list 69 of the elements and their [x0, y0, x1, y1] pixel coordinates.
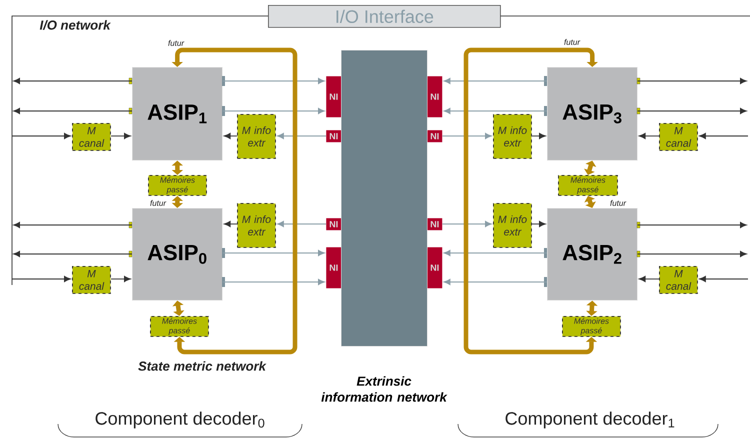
arrow — [222, 108, 325, 114]
arrow — [699, 132, 748, 140]
arrow — [444, 250, 548, 256]
arrow — [638, 276, 660, 282]
arrow — [637, 108, 747, 114]
memory-box: Mémoires passé — [148, 175, 207, 196]
arrow — [222, 250, 325, 256]
arrow — [531, 220, 546, 228]
network-label: State metric network — [138, 361, 266, 371]
arrow — [637, 78, 747, 84]
arrow — [699, 276, 748, 282]
arrow — [172, 300, 184, 316]
node-label: Extrinsic information network — [321, 376, 448, 402]
arrow — [444, 78, 548, 84]
memory-box: M canal — [659, 123, 698, 151]
processor-block: ASIP$_{3}$ — [544, 67, 640, 161]
processor-block: ASIP$_{0}$ — [128, 208, 225, 301]
arrow — [224, 132, 238, 140]
memory-box: M info extr — [237, 203, 276, 248]
interface-tag: NI — [427, 130, 442, 142]
arrow — [13, 222, 132, 228]
arrow — [12, 276, 71, 282]
arrow — [222, 278, 325, 286]
memory-box: M canal — [659, 266, 698, 294]
memory-box: M canal — [72, 266, 111, 294]
arrow — [277, 132, 326, 140]
arrow — [13, 250, 132, 258]
arrow — [172, 160, 184, 175]
arrow — [110, 276, 131, 282]
arrow — [277, 220, 326, 228]
memory-box: M canal — [72, 123, 111, 151]
arrow — [442, 132, 492, 140]
memory-box: Mémoires passé — [562, 316, 621, 337]
arrow — [444, 108, 548, 114]
arrow — [442, 220, 492, 228]
arrow — [222, 78, 325, 84]
flow-label: futur — [168, 40, 184, 46]
memory-box: Mémoires passé — [558, 175, 618, 196]
group-label: Component decoder$_{1}$ — [506, 412, 674, 428]
flow-label: futur — [150, 200, 166, 206]
memory-box: M info extr — [237, 114, 276, 159]
arrow — [13, 78, 132, 84]
arrow — [637, 222, 747, 228]
arrow — [464, 48, 598, 354]
network-label: I/O network — [40, 20, 111, 30]
processor-block: ASIP$_{2}$ — [544, 208, 640, 301]
interface-tag: NI — [427, 76, 442, 118]
processor-block: ASIP$_{1}$ — [128, 67, 225, 161]
arrow — [444, 278, 548, 286]
flow-label: futur — [610, 200, 626, 206]
group-label: Component decoder$_{0}$ — [96, 412, 264, 428]
memory-box: Mémoires passé — [150, 316, 209, 337]
interface-tag: NI — [326, 247, 342, 288]
interface-tag: NI — [427, 218, 442, 230]
arrow — [531, 132, 546, 140]
memory-box: M info extr — [493, 114, 532, 159]
interface-box: I/O Interface — [268, 5, 501, 28]
memory-box: M info extr — [493, 203, 532, 248]
interface-tag: NI — [326, 218, 342, 230]
arrow — [110, 132, 131, 140]
arrow — [224, 220, 238, 228]
arrow — [638, 132, 660, 140]
interface-tag: NI — [326, 76, 342, 118]
arrow — [637, 250, 747, 258]
arrow — [13, 108, 132, 114]
interface-tag: NI — [326, 130, 342, 142]
flow-label: futur — [564, 39, 580, 45]
arrow — [12, 132, 71, 140]
interface-tag: NI — [427, 247, 442, 288]
